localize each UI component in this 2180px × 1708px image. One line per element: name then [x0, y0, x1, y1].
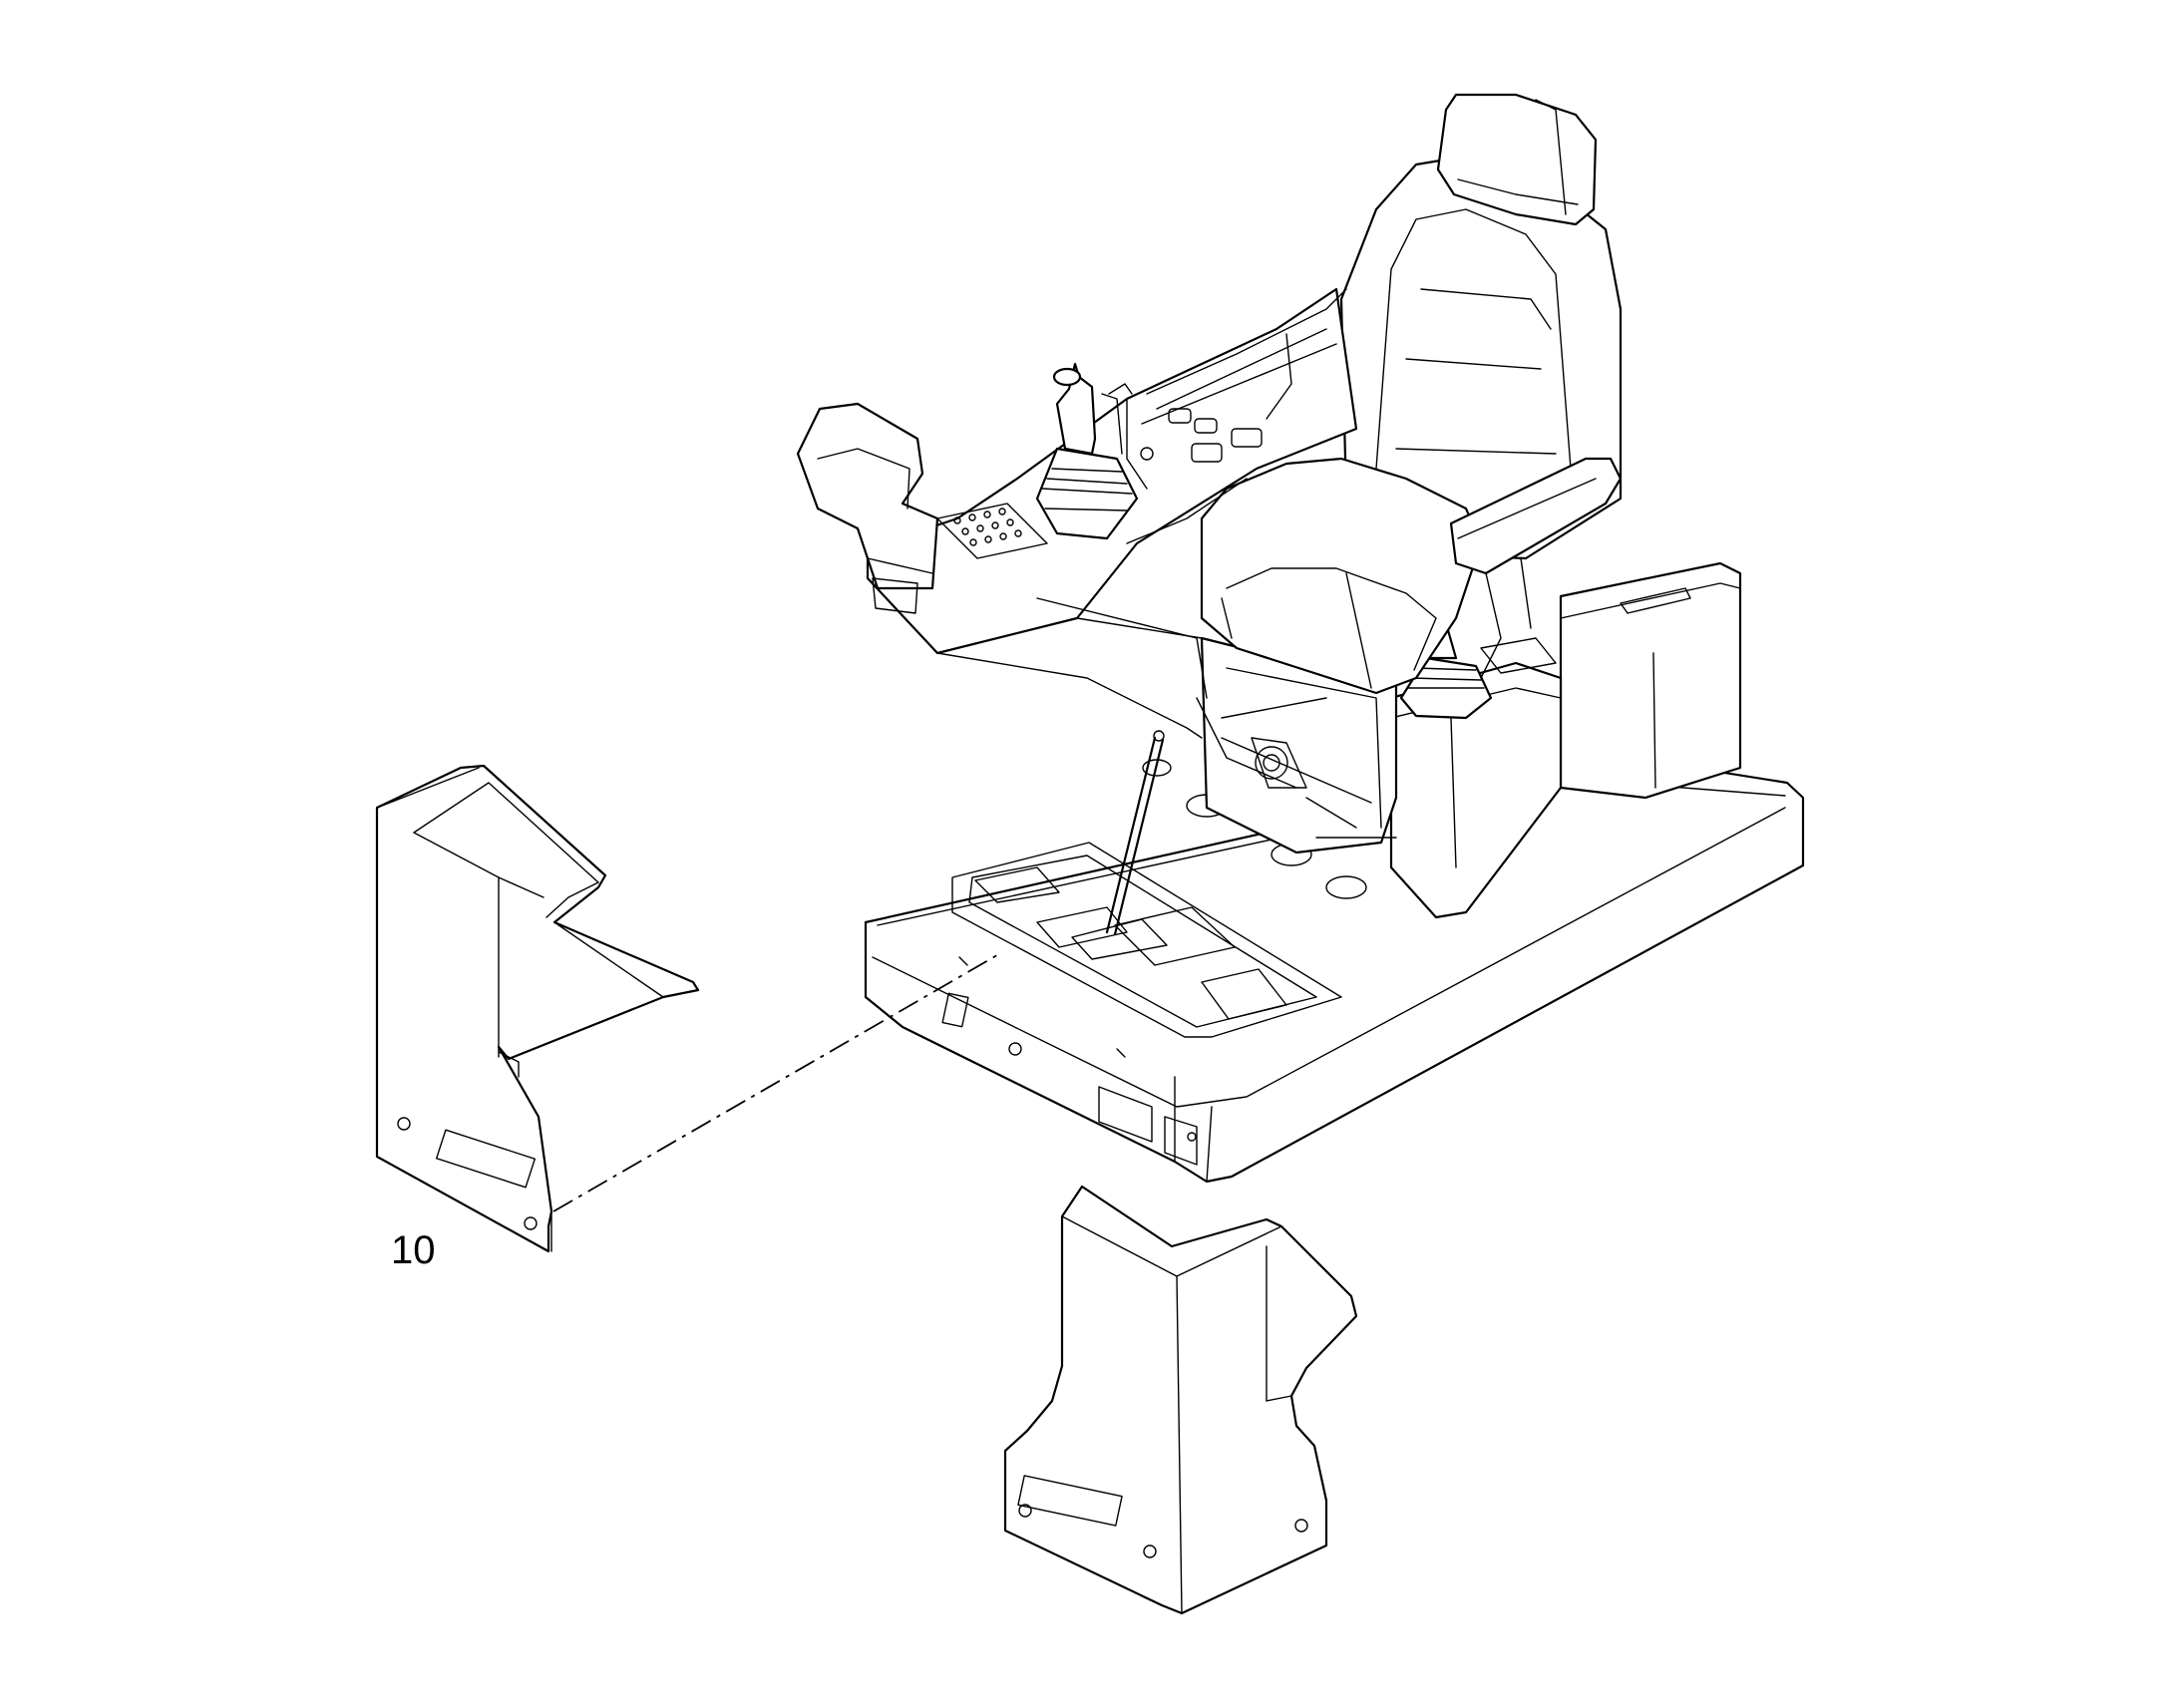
seat-suspension — [1196, 636, 1398, 854]
cover-part-10 — [375, 764, 700, 1253]
perforated-pad-holes — [953, 508, 1022, 546]
pedal-rod — [1105, 730, 1165, 936]
left-armrest-pad — [796, 402, 1048, 614]
callout-label-10: 10 — [391, 1228, 436, 1272]
operator-seat — [1200, 93, 1623, 695]
leader-line — [552, 951, 1003, 1212]
cover-part-lower — [1003, 1185, 1358, 1615]
right-control-console — [1389, 561, 1742, 919]
left-joystick — [1035, 362, 1139, 540]
cab-floor-platform — [864, 756, 1805, 1184]
